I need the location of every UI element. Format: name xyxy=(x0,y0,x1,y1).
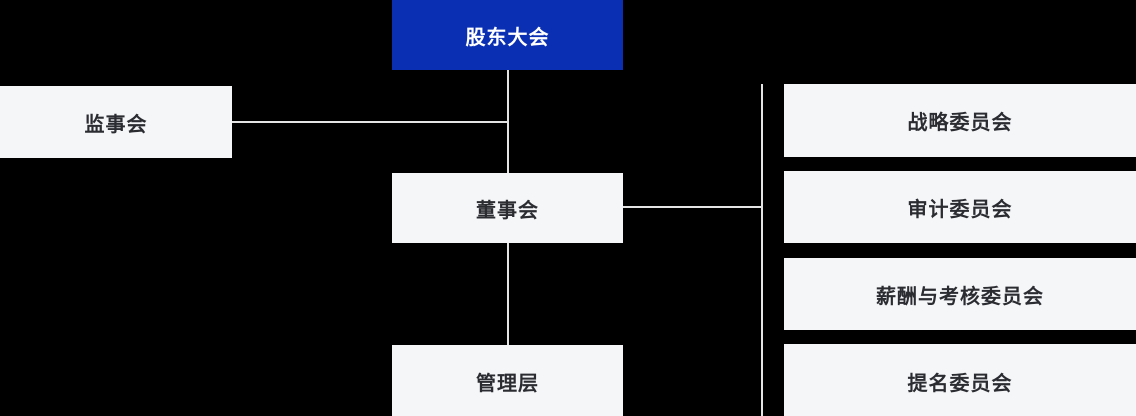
node-supervisory-board-label: 监事会 xyxy=(84,113,148,136)
node-shareholders-meeting: 股东大会 xyxy=(392,0,623,70)
connector-supervisory-branch xyxy=(232,121,509,123)
node-board-of-directors: 董事会 xyxy=(392,173,623,243)
connector-board-to-committees xyxy=(623,206,763,208)
node-management: 管理层 xyxy=(392,345,623,416)
connector-board-to-management xyxy=(507,243,509,345)
node-board-of-directors-label: 董事会 xyxy=(476,199,539,222)
node-audit-committee: 审计委员会 xyxy=(784,171,1136,243)
committee-trunk-line xyxy=(761,84,763,416)
node-audit-committee-label: 审计委员会 xyxy=(907,198,1013,221)
node-remuneration-assessment-committee-label: 薪酬与考核委员会 xyxy=(876,285,1044,308)
node-nomination-committee-label: 提名委员会 xyxy=(907,372,1013,395)
node-remuneration-assessment-committee: 薪酬与考核委员会 xyxy=(784,258,1136,330)
node-strategy-committee: 战略委员会 xyxy=(784,84,1136,157)
node-management-label: 管理层 xyxy=(476,373,539,395)
node-nomination-committee: 提名委员会 xyxy=(784,344,1136,416)
node-supervisory-board: 监事会 xyxy=(0,86,232,158)
node-strategy-committee-label: 战略委员会 xyxy=(907,112,1013,134)
node-shareholders-meeting-label: 股东大会 xyxy=(465,26,550,49)
